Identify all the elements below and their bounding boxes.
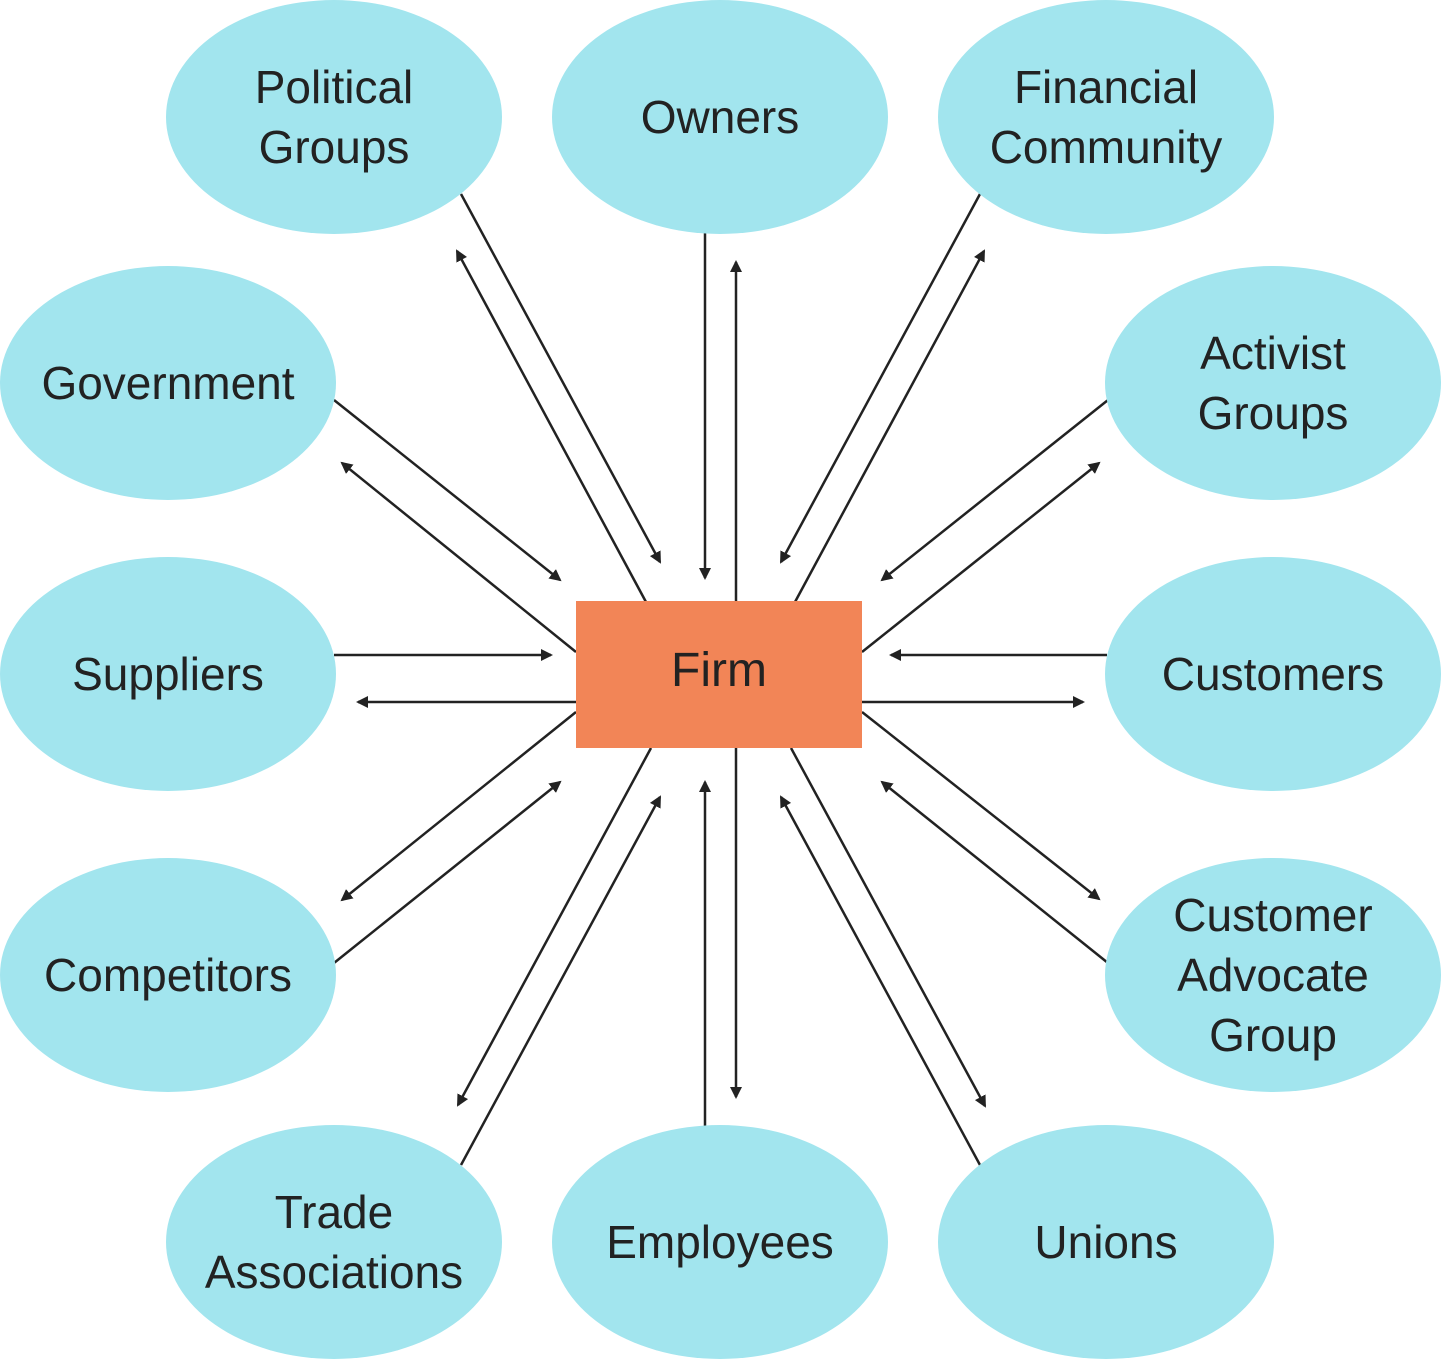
- suppliers-ellipse: [0, 557, 336, 791]
- firm-label: Firm: [671, 644, 767, 697]
- customers-ellipse: [1105, 557, 1441, 791]
- owners-ellipse: [552, 0, 888, 234]
- activist-groups-label-line: Activist: [1200, 327, 1346, 379]
- arrow-firm-to-advocate: [861, 711, 1101, 901]
- arrow-advocate-to-firm: [880, 780, 1109, 964]
- financial-community-label-line: Financial: [1014, 61, 1198, 113]
- financial-community-label-line: Community: [990, 121, 1223, 173]
- customer-advocate-group-label-line: Customer: [1173, 889, 1372, 941]
- arrow-firm-to-financial: [793, 249, 986, 603]
- arrow-firm-to-political: [455, 249, 648, 603]
- financial-community-ellipse: [938, 0, 1274, 234]
- competitors-ellipse: [0, 858, 336, 1092]
- owners-label-line: Owners: [641, 91, 799, 143]
- unions-node: Unions: [938, 1125, 1274, 1359]
- customer-advocate-group-label-line: Group: [1209, 1009, 1337, 1061]
- arrow-unions-to-firm: [779, 795, 982, 1166]
- arrow-political-to-firm: [459, 193, 662, 564]
- suppliers-label-line: Suppliers: [72, 648, 264, 700]
- political-groups-ellipse: [166, 0, 502, 234]
- unions-ellipse: [938, 1125, 1274, 1359]
- arrow-firm-to-activist: [861, 461, 1101, 653]
- arrow-firm-to-trade: [456, 747, 653, 1107]
- arrows-layer: [333, 193, 1109, 1166]
- competitors-node: Competitors: [0, 858, 336, 1092]
- customer-advocate-group-label-line: Advocate: [1177, 949, 1369, 1001]
- trade-associations-label-line: Associations: [205, 1246, 463, 1298]
- firm-box: [576, 601, 862, 748]
- unions-label-line: Unions: [1034, 1216, 1177, 1268]
- suppliers-node: Suppliers: [0, 557, 336, 791]
- owners-node: Owners: [552, 0, 888, 234]
- activist-groups-label-line: Groups: [1198, 387, 1349, 439]
- activist-groups-ellipse: [1105, 266, 1441, 500]
- trade-associations-label-line: Trade: [275, 1186, 393, 1238]
- arrow-financial-to-firm: [779, 193, 982, 564]
- arrow-trade-to-firm: [459, 795, 662, 1166]
- government-ellipse: [0, 266, 336, 500]
- arrow-activist-to-firm: [880, 399, 1109, 582]
- trade-associations-ellipse: [166, 1125, 502, 1359]
- customer-advocate-group-ellipse: [1105, 858, 1441, 1092]
- competitors-label-line: Competitors: [44, 949, 292, 1001]
- political-groups-label-line: Groups: [259, 121, 410, 173]
- government-node: Government: [0, 266, 336, 500]
- arrow-firm-to-competitors: [340, 711, 577, 902]
- customers-label-line: Customers: [1162, 648, 1384, 700]
- arrow-firm-to-unions: [789, 747, 987, 1108]
- political-groups-label-line: Political: [255, 61, 414, 113]
- arrow-firm-to-government: [340, 461, 577, 653]
- center-layer: Firm: [576, 601, 862, 748]
- arrow-competitors-to-firm: [333, 780, 562, 964]
- employees-ellipse: [552, 1125, 888, 1359]
- employees-node: Employees: [552, 1125, 888, 1359]
- arrow-government-to-firm: [333, 399, 562, 582]
- customers-node: Customers: [1105, 557, 1441, 791]
- employees-label-line: Employees: [606, 1216, 834, 1268]
- government-label-line: Government: [41, 357, 294, 409]
